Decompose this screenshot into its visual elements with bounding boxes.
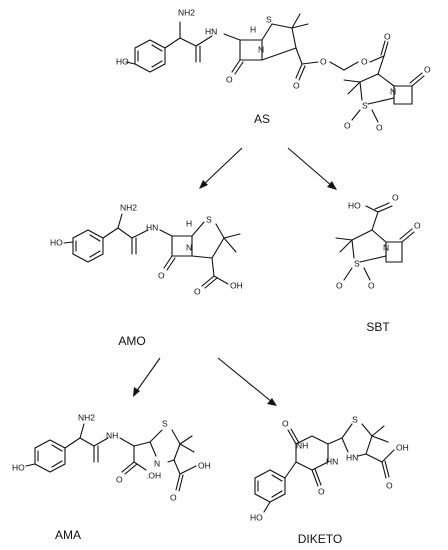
svg-text:NH2: NH2 <box>78 412 95 422</box>
atom-labels-sbt: HO O N O S O O <box>336 192 421 290</box>
svg-text:O: O <box>293 80 300 90</box>
svg-text:O: O <box>320 56 327 66</box>
svg-text:N: N <box>154 458 160 468</box>
svg-text:HO: HO <box>12 462 25 472</box>
structure-amo <box>63 213 241 289</box>
structure-ama <box>25 423 197 492</box>
svg-text:OH: OH <box>230 280 243 290</box>
svg-text:O: O <box>116 474 123 484</box>
svg-text:N: N <box>186 242 192 252</box>
svg-text:HN: HN <box>326 456 338 466</box>
svg-text:S: S <box>362 100 368 110</box>
atom-labels-as: NH2 HO HN H S N O O O O O N O S O O <box>116 7 431 132</box>
label-amo: AMO <box>118 334 145 348</box>
svg-text:H: H <box>186 218 192 228</box>
label-sbt: SBT <box>366 320 390 334</box>
arrow-as-to-sbt <box>287 147 337 190</box>
svg-text:O: O <box>368 280 375 290</box>
svg-text:O: O <box>392 192 399 202</box>
svg-text:HN: HN <box>346 452 358 462</box>
svg-text:NH: NH <box>106 430 118 440</box>
structure-diketo <box>254 423 395 513</box>
svg-text:O: O <box>386 480 393 490</box>
svg-text:O: O <box>344 120 351 130</box>
svg-text:NH2: NH2 <box>120 202 137 212</box>
svg-text:O: O <box>194 286 201 296</box>
svg-text:S: S <box>162 418 168 428</box>
svg-text:HN: HN <box>146 222 158 232</box>
arrow-as-to-amo <box>199 147 243 189</box>
svg-text:O: O <box>384 31 391 41</box>
svg-text:O: O <box>376 122 383 132</box>
svg-text:HO: HO <box>250 512 263 522</box>
svg-text:HO: HO <box>50 237 63 247</box>
svg-text:O: O <box>318 486 325 496</box>
structure-as <box>125 13 425 123</box>
svg-text:O: O <box>336 280 343 290</box>
svg-text:N: N <box>258 44 264 54</box>
atom-labels-amo: NH2 HO HN H S N O O OH <box>50 202 243 296</box>
arrow-amo-to-diketo <box>217 357 277 406</box>
svg-text:NH: NH <box>296 440 308 450</box>
svg-text:O: O <box>424 64 431 74</box>
svg-text:O: O <box>158 270 165 280</box>
svg-text:O: O <box>414 220 421 230</box>
svg-text:HO: HO <box>348 200 361 210</box>
svg-text:O: O <box>282 418 289 428</box>
svg-text:N: N <box>383 242 389 252</box>
svg-text:H: H <box>250 24 256 34</box>
label-diketo: DIKETO <box>298 532 342 546</box>
svg-text:S: S <box>352 414 358 424</box>
svg-text:O: O <box>361 56 368 66</box>
svg-text:NH2: NH2 <box>178 7 195 17</box>
arrow-amo-to-ama <box>133 357 161 397</box>
atom-labels-ama: NH2 HO NH O .OH S N OH O <box>12 412 211 502</box>
label-ama: AMA <box>55 528 81 542</box>
svg-text:HN: HN <box>205 26 217 36</box>
svg-text:S: S <box>354 258 360 268</box>
svg-text:.OH: .OH <box>146 470 161 480</box>
atom-labels-diketo: O O NH HN HO S HN OH O <box>250 414 409 522</box>
svg-text:HO: HO <box>116 56 129 66</box>
svg-text:S: S <box>206 214 212 224</box>
svg-text:N: N <box>390 86 396 96</box>
svg-text:O: O <box>170 492 177 502</box>
svg-text:OH: OH <box>198 460 211 470</box>
svg-text:OH: OH <box>396 442 409 452</box>
svg-text:O: O <box>226 74 233 84</box>
structure-sbt <box>335 202 415 281</box>
label-as: AS <box>254 112 270 126</box>
svg-text:S: S <box>266 14 272 24</box>
